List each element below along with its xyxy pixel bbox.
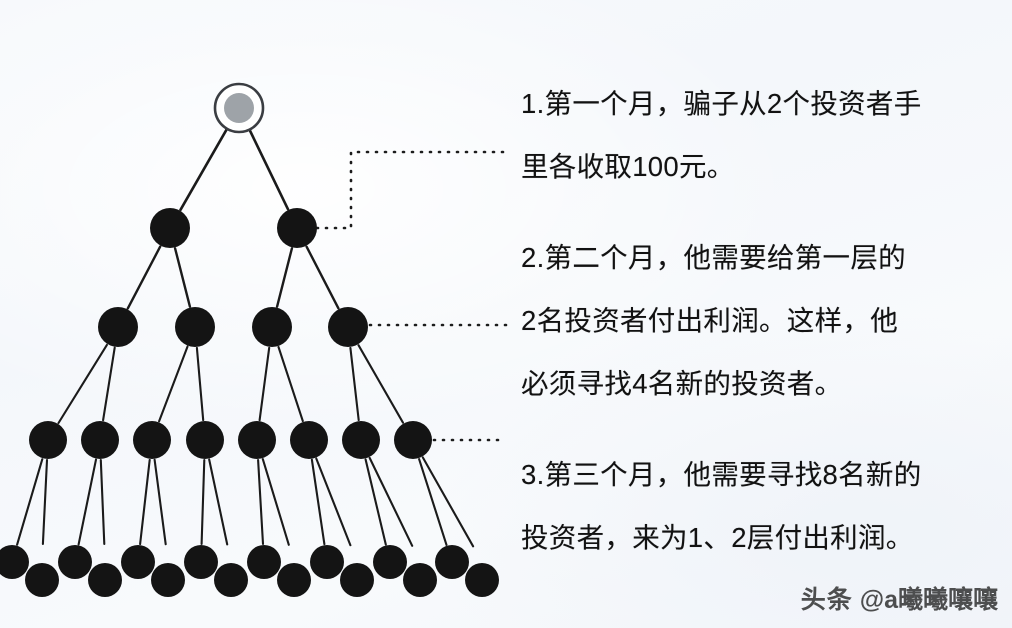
tree-edge [275,247,294,308]
investor-node [214,563,248,597]
investor-node [238,421,276,459]
tree-edge [99,458,106,546]
tree-edge [248,129,290,211]
investor-node [0,545,29,579]
explanation-paragraph-2: 2.第二个月，他需要给第一层的 2名投资者付出利润。这样，他 必须寻找4名新的投… [521,242,906,399]
investor-node [310,545,344,579]
investor-node [247,545,281,579]
pyramid-diagram [0,82,508,597]
investor-node [465,563,499,597]
tree-edge [258,346,271,422]
tree-edge [368,456,414,547]
tree-edge [158,345,189,423]
investor-node [29,421,67,459]
watermark: 头条 @a曦曦嚷嚷 [801,580,998,616]
investor-node [184,545,218,579]
explanation-paragraph-1: 1.第一个月，骗子从2个投资者手 里各收取100元。 [521,88,922,182]
investor-node [133,421,171,459]
explanation-paragraph-3: 3.第三个月，他需要寻找8名新的 投资者，来为1、2层付出利润。 [521,459,922,553]
tree-edge [16,458,44,546]
tree-edge [153,458,167,546]
investor-node [403,563,437,597]
tree-edge [126,245,162,310]
pyramid-diagram-svg [0,82,508,597]
investor-node [175,307,215,347]
tree-edge [277,345,304,423]
tree-edge [179,128,228,212]
investor-node [150,208,190,248]
watermark-brand: 头条 [800,586,853,614]
investor-node [121,545,155,579]
tree-edge [139,458,151,546]
explanation-text-column: 1.第一个月，骗子从2个投资者手 里各收取100元。 2.第二个月，他需要给第一… [521,72,1003,569]
investor-node [340,563,374,597]
investor-node [435,545,469,579]
tree-edge [421,456,475,548]
investor-node [394,421,432,459]
investor-node [277,563,311,597]
investor-node [98,307,138,347]
investor-node [328,307,368,347]
investor-node [290,421,328,459]
tree-edge [257,458,265,546]
tree-edge [208,458,229,546]
watermark-handle: @a曦曦嚷嚷 [859,586,998,614]
investor-node [252,307,292,347]
tree-nodes-group [0,82,499,597]
investor-node [151,563,185,597]
callout-connectors-group [315,150,508,442]
tree-edge [195,346,205,422]
connector-level-1 [315,150,508,230]
tree-edge [41,458,49,546]
investor-node [186,421,224,459]
tree-edge [315,457,352,547]
tree-edges-group [16,128,475,548]
investor-node [81,421,119,459]
tree-edge [349,346,360,422]
tree-edge [261,458,290,546]
tree-edge [310,458,326,546]
investor-node [58,545,92,579]
investor-node [342,421,380,459]
investor-node [88,563,122,597]
tree-edge [57,343,108,425]
tree-edge [200,458,206,546]
tree-edge [305,245,340,310]
tree-edge [364,458,387,546]
tree-edge [173,247,192,308]
tree-edge [357,344,405,424]
root-node-core [224,93,254,123]
investor-node [277,208,317,248]
investor-node [25,563,59,597]
tree-edge [77,458,98,546]
investor-node [373,545,407,579]
tree-edge [418,458,448,546]
tree-edge [102,346,116,422]
